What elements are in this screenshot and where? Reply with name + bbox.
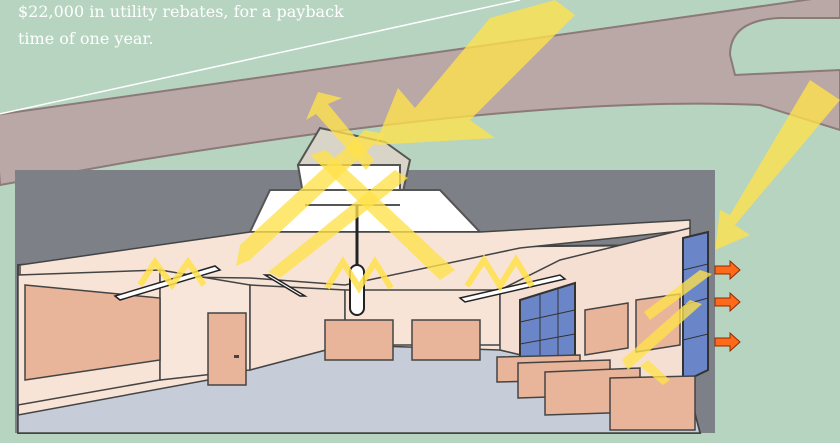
heat-arrows [715, 261, 740, 351]
caption-line-1: $22,000 in utility rebates, for a paybac… [18, 0, 348, 25]
caption-line-2: time of one year. [18, 25, 348, 52]
caption-text: $22,000 in utility rebates, for a paybac… [18, 0, 348, 52]
